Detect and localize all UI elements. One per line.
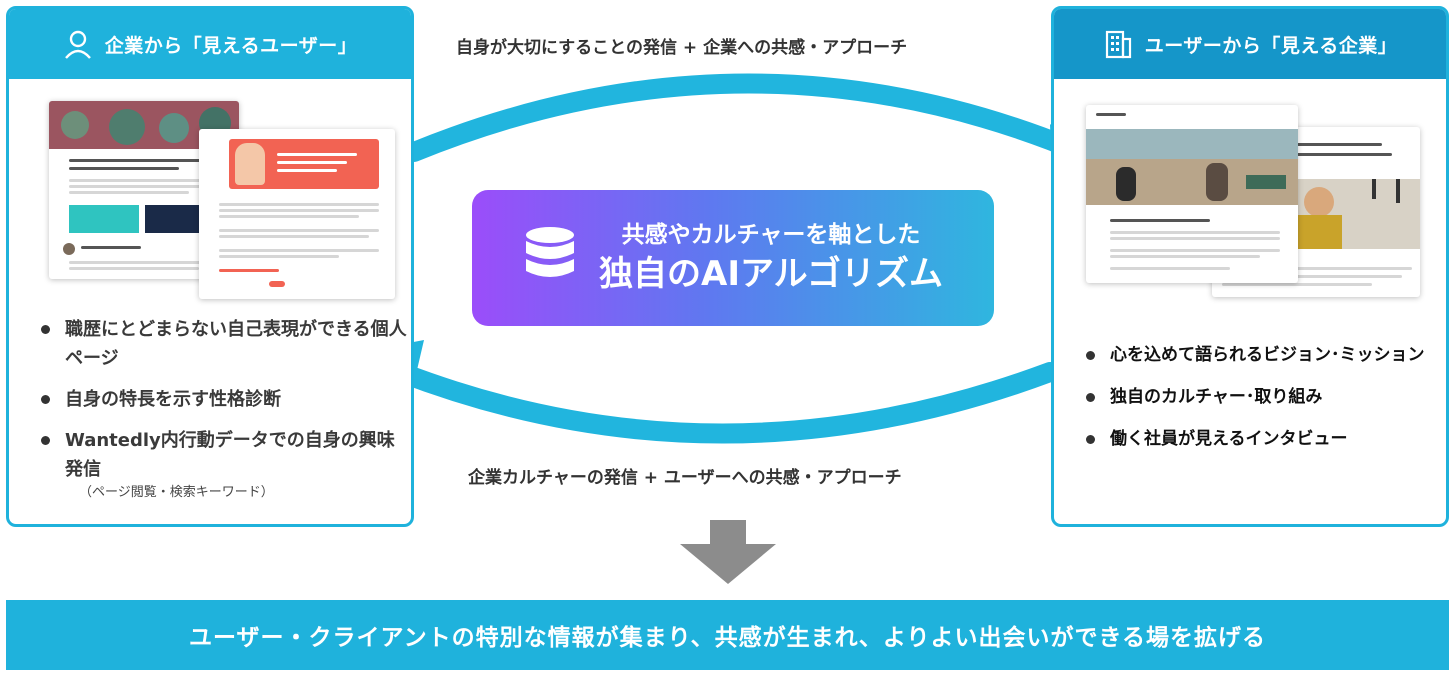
- profile-page-screenshot: [49, 101, 239, 279]
- algorithm-box: 共感やカルチャーを軸とした 独自のAIアルゴリズム: [472, 190, 994, 326]
- algorithm-text: 共感やカルチャーを軸とした 独自のAIアルゴリズム: [599, 219, 943, 297]
- article-page-screenshot: [199, 129, 395, 299]
- left-bullet-3: Wantedly内行動データでの自身の興味発信（ページ閲覧・検索キーワード）: [35, 426, 407, 502]
- left-bullet-3-note: （ページ閲覧・検索キーワード）: [79, 485, 274, 500]
- building-icon: [1103, 29, 1133, 59]
- conclusion-text: ユーザー・クライアントの特別な情報が集まり、共感が生まれ、よりよい出会いができる…: [188, 625, 1266, 651]
- left-panel: 企業から「見えるユーザー」 職歴にとどまらない自己: [6, 6, 414, 527]
- flow-label-bottom: 企業カルチャーの発信 + ユーザーへの共感・アプローチ: [468, 468, 902, 488]
- right-bullet-3: 働く社員が見えるインタビュー: [1080, 426, 1432, 453]
- right-bullet-2: 独自のカルチャー･取り組み: [1080, 384, 1432, 411]
- left-panel-header: 企業から「見えるユーザー」: [9, 9, 411, 79]
- right-panel-title: ユーザーから「見える企業」: [1144, 34, 1398, 57]
- company-page-screenshot: [1086, 105, 1298, 283]
- right-bullet-list: 心を込めて語られるビジョン･ミッション 独自のカルチャー･取り組み 働く社員が見…: [1080, 342, 1432, 468]
- arc-top: [404, 73, 1090, 162]
- flow-label-top: 自身が大切にすることの発信 + 企業への共感・アプローチ: [456, 38, 908, 58]
- database-icon: [523, 225, 577, 291]
- person-icon: [63, 29, 93, 59]
- right-panel: ユーザーから「見える企業」 心を込めて語られるビジョン･ミッション 独自のカルチ…: [1051, 6, 1449, 527]
- algorithm-line-2: 独自のAIアルゴリズム: [599, 254, 943, 294]
- arc-bottom: [390, 362, 1060, 444]
- right-panel-header: ユーザーから「見える企業」: [1054, 9, 1446, 79]
- right-bullet-1: 心を込めて語られるビジョン･ミッション: [1080, 342, 1432, 369]
- left-bullet-2: 自身の特長を示す性格診断: [35, 385, 407, 414]
- left-bullet-list: 職歴にとどまらない自己表現ができる個人ページ 自身の特長を示す性格診断 Want…: [35, 315, 407, 514]
- algorithm-line-1: 共感やカルチャーを軸とした: [621, 222, 921, 248]
- left-panel-title: 企業から「見えるユーザー」: [104, 34, 358, 57]
- conclusion-banner: ユーザー・クライアントの特別な情報が集まり、共感が生まれ、よりよい出会いができる…: [6, 600, 1449, 670]
- left-bullet-1: 職歴にとどまらない自己表現ができる個人ページ: [35, 315, 407, 373]
- down-arrow-icon: [680, 520, 776, 584]
